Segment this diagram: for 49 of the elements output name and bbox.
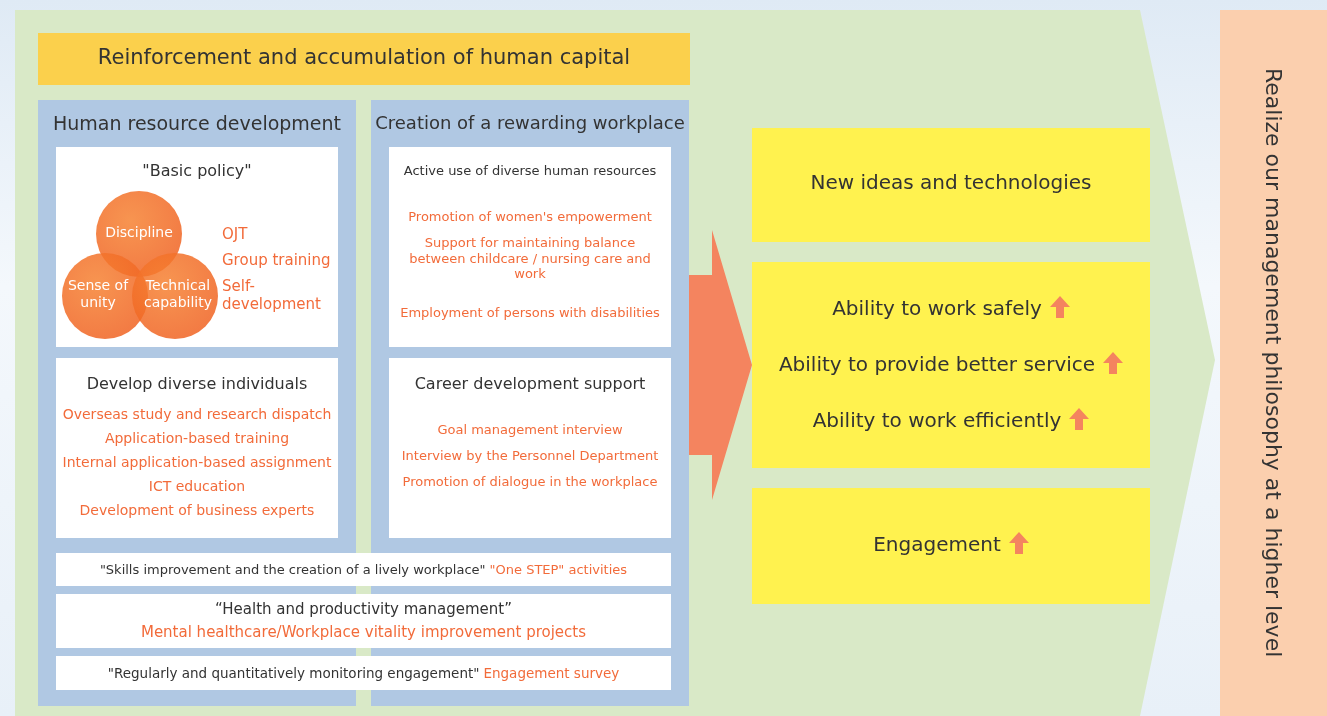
info-bar: [56, 656, 671, 690]
info-card: [56, 358, 338, 538]
result-text: Engagement: [873, 532, 1001, 556]
list-item: Support for maintaining balance between childcare / nursing care and work: [409, 235, 651, 282]
banner-title: Reinforcement and accumulation of human capital: [97, 45, 631, 69]
list-item: Promotion of women's empowerment: [408, 209, 652, 224]
list-item: ICT education: [148, 478, 246, 494]
circle-label: Discipline: [105, 224, 173, 240]
column-heading: Human resource development: [52, 112, 342, 134]
bar-text: Mental healthcare/Workplace vitality improvement projects: [140, 623, 587, 641]
bar-text: Engagement survey: [483, 665, 620, 681]
goal-text: Realize our management philosophy at a higher level: [1261, 68, 1286, 658]
bar-heading: “Health and productivity management”: [215, 600, 512, 618]
list-item: Internal application-based assignment: [62, 454, 332, 470]
result-text: Ability to work safely: [832, 296, 1042, 320]
bar-text: "Skills improvement and the creation of a lively workplace": [99, 562, 486, 577]
result-text: Ability to work efficiently: [812, 408, 1062, 432]
list-item: Interview by the Personnel Department: [401, 448, 659, 463]
info-bar: [56, 553, 671, 586]
circle-label: Technical capability: [143, 277, 213, 310]
circle-label: Sense of unity: [67, 277, 129, 310]
goal-band: [1220, 10, 1327, 716]
policy-item: Group training: [222, 251, 331, 269]
card-heading: Develop diverse individuals: [86, 374, 308, 393]
result-text: Ability to provide better service: [778, 352, 1096, 376]
list-item: Promotion of dialogue in the workplace: [402, 474, 658, 489]
bar-text: "One STEP" activities: [489, 562, 628, 577]
info-bar: [56, 594, 671, 648]
title-banner: [38, 33, 690, 85]
bar-text: "Regularly and quantitatively monitoring engagement": [107, 665, 480, 681]
policy-item: OJT: [222, 225, 248, 243]
result-text: New ideas and technologies: [810, 170, 1092, 194]
policy-item: Self-development: [222, 277, 321, 313]
list-item: Goal management interview: [437, 422, 623, 437]
list-item: Application-based training: [104, 430, 290, 446]
list-item: Employment of persons with disabilities: [400, 305, 660, 320]
column-heading: Creation of a rewarding workplace: [375, 112, 685, 133]
result-box: [752, 128, 1150, 242]
info-card: [389, 358, 671, 538]
result-box: [752, 262, 1150, 468]
policy-card: [56, 147, 338, 347]
info-card: [389, 147, 671, 347]
list-item: Development of business experts: [79, 502, 315, 518]
result-box: [752, 488, 1150, 604]
card-heading: Active use of diverse human resources: [403, 163, 657, 178]
list-item: Overseas study and research dispatch: [62, 406, 332, 422]
card-heading: "Basic policy": [142, 161, 252, 180]
arrow: [689, 230, 752, 500]
card-heading: Career development support: [414, 374, 646, 393]
